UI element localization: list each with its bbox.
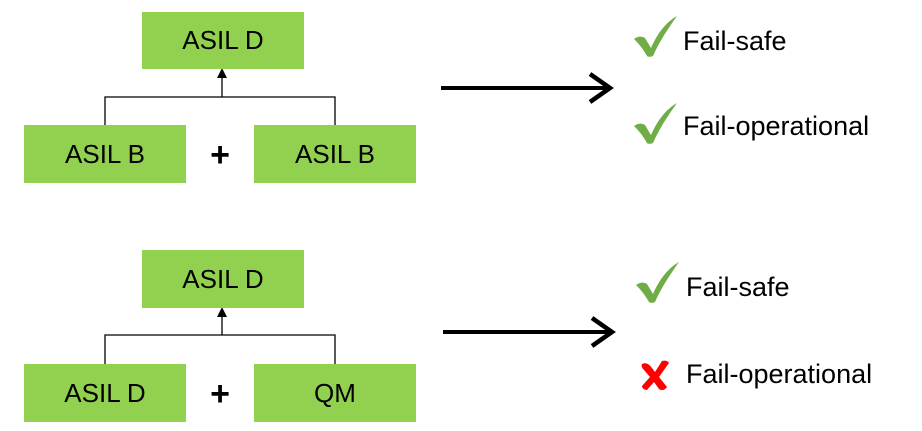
diagram-1-left-box: ASIL B	[24, 125, 186, 183]
diagram-1-tree	[104, 68, 336, 125]
check-icon	[634, 103, 677, 144]
arrow-2	[443, 316, 616, 348]
diagram-1-top-box: ASIL D	[142, 12, 304, 69]
diagram-2-result-1: Fail-safe	[686, 272, 790, 302]
diagram-2-plus: +	[210, 375, 230, 413]
diagram-1-result-2: Fail-operational	[683, 111, 870, 141]
check-icon	[634, 16, 677, 57]
diagram-1-right-box: ASIL B	[254, 125, 416, 183]
diagram-1-top-label: ASIL D	[182, 25, 264, 55]
diagram-2-tree	[104, 307, 336, 364]
arrow-1	[441, 72, 614, 104]
diagram-2-left-box: ASIL D	[24, 364, 186, 422]
diagram-2-top-box: ASIL D	[142, 250, 304, 308]
diagram-1-left-label: ASIL B	[65, 138, 145, 169]
diagram-2-top-label: ASIL D	[182, 263, 264, 294]
diagram-2-right-box: QM	[254, 364, 416, 422]
cross-icon	[641, 360, 669, 391]
diagram-1-plus: +	[210, 136, 230, 174]
diagram-2-right-label: QM	[314, 377, 356, 408]
check-icon	[636, 262, 679, 303]
diagram-1-result-1: Fail-safe	[683, 26, 787, 56]
diagram-1-right-label: ASIL B	[295, 138, 375, 169]
diagram-2-result-2: Fail-operational	[686, 359, 873, 389]
diagram-2-left-label: ASIL D	[64, 377, 146, 408]
